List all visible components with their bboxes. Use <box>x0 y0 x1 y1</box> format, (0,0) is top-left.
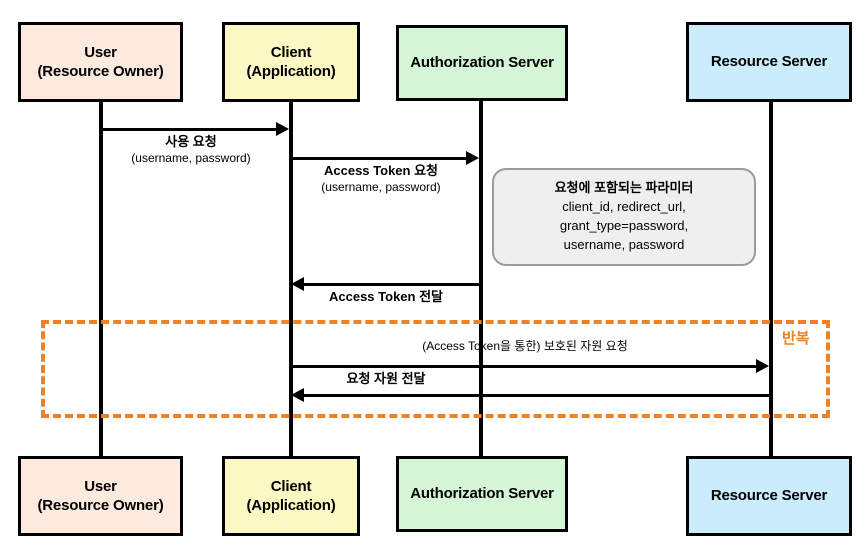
message-label-2-line1: Access Token 요청 <box>324 163 438 178</box>
message-line-4 <box>291 365 759 368</box>
participant-box-client-bottom[interactable]: Client (Application) <box>222 456 360 536</box>
participant-client-bottom-label-line1: Client <box>270 477 312 495</box>
loop-frame-repeat <box>41 320 830 418</box>
message-line-3 <box>301 283 481 286</box>
message-label-2: Access Token 요청 (username, password) <box>291 163 471 195</box>
message-label-1-line1: 사용 요청 <box>165 134 217 149</box>
participant-user-label-line2: (Resource Owner) <box>37 63 164 80</box>
message-label-5: 요청 자원 전달 <box>291 371 481 388</box>
participant-user-bottom-label-line2: (Resource Owner) <box>37 497 164 514</box>
message-arrowhead-2 <box>466 151 479 165</box>
lifeline-auth <box>479 100 483 456</box>
message-label-1-line2: (username, password) <box>131 150 251 165</box>
message-label-2-line2: (username, password) <box>321 179 441 194</box>
message-line-2 <box>291 157 469 160</box>
message-arrowhead-1 <box>276 122 289 136</box>
message-label-4-line1: (Access Token을 통한) 보호된 자원 요청 <box>422 339 628 353</box>
participant-client-label-line2: (Application) <box>246 63 336 80</box>
participant-user-bottom-label-line1: User <box>84 477 117 495</box>
participant-box-client-top[interactable]: Client (Application) <box>222 22 360 102</box>
message-label-5-line1: 요청 자원 전달 <box>346 371 426 386</box>
note-line-3: username, password <box>563 236 685 252</box>
participant-box-user-top[interactable]: User (Resource Owner) <box>18 22 183 102</box>
note-line-1: client_id, redirect_url, <box>562 199 686 215</box>
note-box-request-parameters: 요청에 포함되는 파라미터 client_id, redirect_url, g… <box>492 168 756 266</box>
participant-box-resource-top[interactable]: Resource Server <box>686 22 852 102</box>
message-label-4: (Access Token을 통한) 보호된 자원 요청 <box>291 339 759 355</box>
message-arrowhead-5 <box>291 388 304 402</box>
message-line-1 <box>101 128 279 131</box>
participant-resource-label-line1: Resource Server <box>710 53 828 71</box>
participant-auth-label-line1: Authorization Server <box>410 54 554 72</box>
participant-auth-bottom-label-line1: Authorization Server <box>410 485 554 503</box>
lifeline-user <box>99 101 103 456</box>
participant-client-label-line1: Client <box>270 43 312 61</box>
message-arrowhead-3 <box>291 277 304 291</box>
message-label-3: Access Token 전달 <box>291 289 481 306</box>
participant-user-label-line1: User <box>84 43 117 61</box>
participant-client-bottom-label-line2: (Application) <box>246 497 336 514</box>
note-title: 요청에 포함되는 파라미터 <box>554 180 694 196</box>
message-label-3-line1: Access Token 전달 <box>329 289 443 304</box>
message-label-1: 사용 요청 (username, password) <box>101 134 281 166</box>
lifeline-resource <box>769 101 773 456</box>
message-line-5 <box>301 394 771 397</box>
note-line-2: grant_type=password, <box>559 218 689 233</box>
message-arrowhead-4 <box>756 359 769 373</box>
loop-frame-label: 반복 <box>782 330 810 347</box>
participant-box-user-bottom[interactable]: User (Resource Owner) <box>18 456 183 536</box>
participant-resource-bottom-label-line1: Resource Server <box>710 487 828 505</box>
participant-box-auth-top[interactable]: Authorization Server <box>396 25 568 101</box>
participant-box-auth-bottom[interactable]: Authorization Server <box>396 456 568 532</box>
participant-box-resource-bottom[interactable]: Resource Server <box>686 456 852 536</box>
